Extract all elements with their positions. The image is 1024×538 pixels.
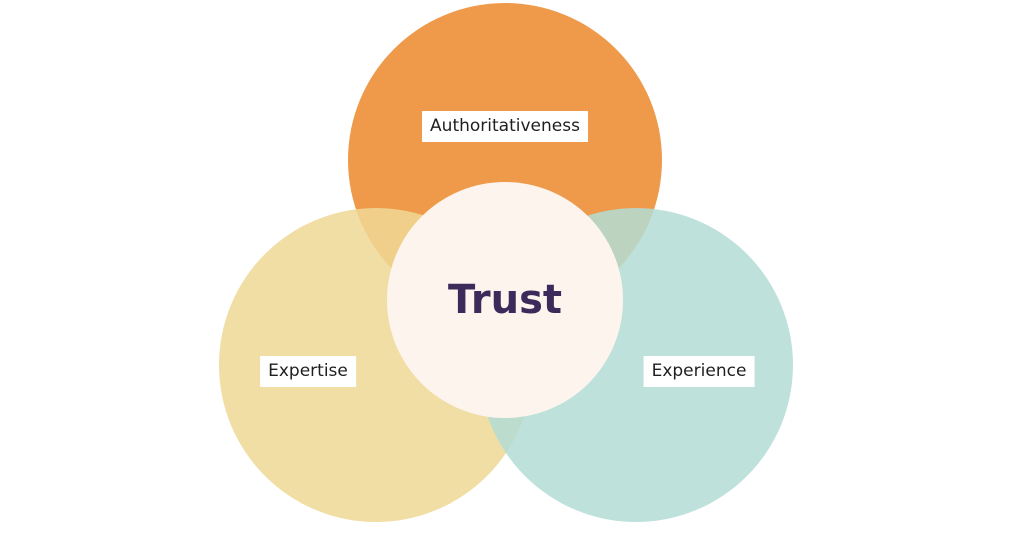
authoritativeness-label: Authoritativeness	[422, 111, 588, 142]
expertise-label: Expertise	[260, 356, 356, 387]
trust-center-circle	[387, 182, 623, 418]
trust-label: Trust	[447, 277, 563, 323]
experience-label: Experience	[643, 356, 755, 387]
